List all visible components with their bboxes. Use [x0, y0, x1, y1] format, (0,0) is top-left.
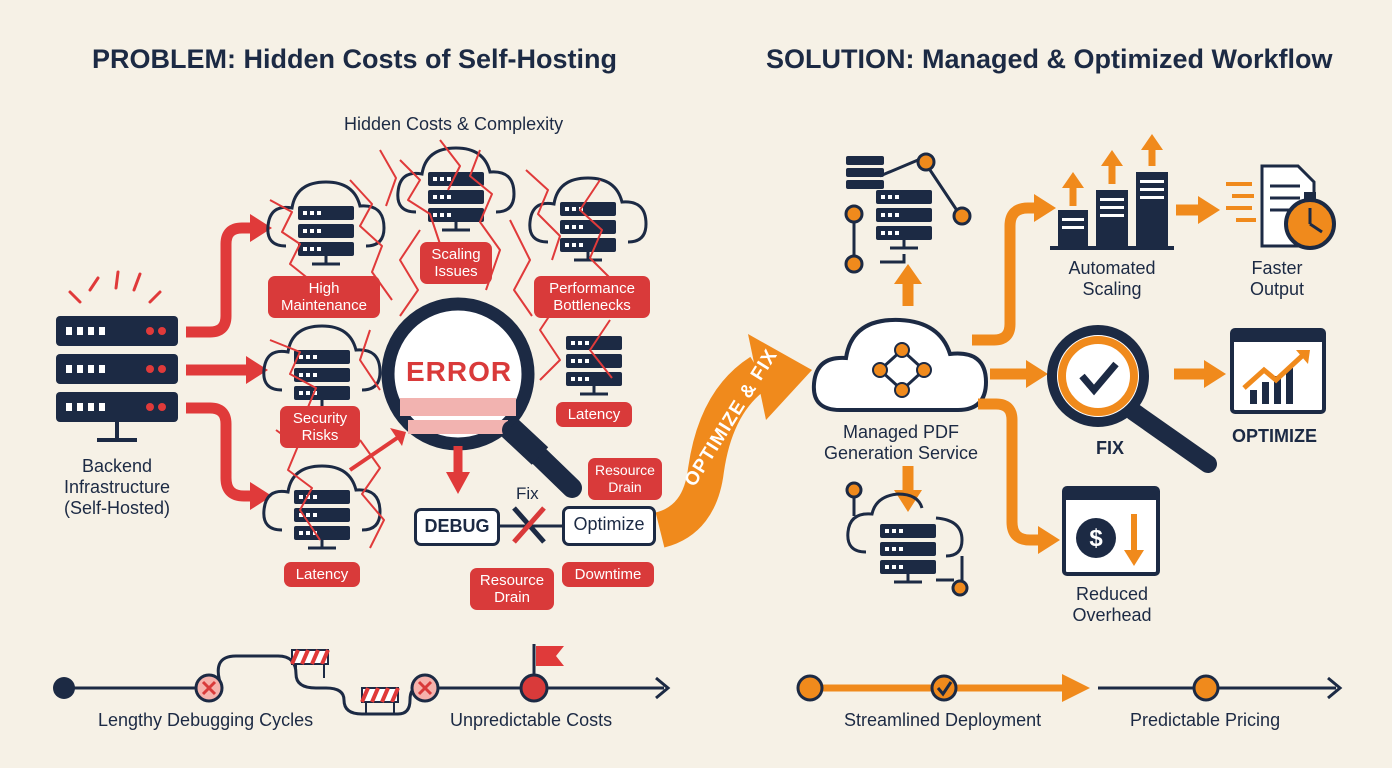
network-server-icon [844, 152, 972, 274]
backend-server-icon [56, 270, 178, 442]
svg-text:$: $ [1089, 525, 1103, 552]
faster-output-label: Faster Output [1249, 258, 1305, 299]
fix-label: Fix [516, 484, 539, 503]
optimize-chart-window-icon [1230, 328, 1326, 414]
backend-arrows [186, 222, 252, 502]
barrier-icon [290, 649, 330, 678]
solution-flow-arrows [972, 202, 1206, 546]
optimize-fix-arrow [654, 356, 771, 548]
cloud-network-server-icon [845, 481, 969, 597]
latency-tag-right: Latency [556, 402, 632, 427]
latency-tag-bottom: Latency [284, 562, 360, 587]
managed-service-label: Managed PDF Generation Service [823, 422, 979, 463]
backend-label: Backend Infrastructure (Self-Hosted) [63, 456, 171, 518]
high-maintenance-tag: High Maintenance [268, 276, 380, 318]
cloud-server-icon [264, 466, 380, 548]
lengthy-debugging-label: Lengthy Debugging Cycles [98, 710, 314, 730]
error-magnifier-icon [381, 297, 582, 498]
streamlined-deployment-label: Streamlined Deployment [844, 710, 1042, 730]
fix-magnifier-icon [1047, 325, 1217, 473]
downtime-tag: Downtime [562, 562, 654, 587]
cloud-server-icon [268, 182, 384, 264]
hidden-costs-subtitle: Hidden Costs & Complexity [344, 114, 564, 134]
reduced-cost-window-icon: $ [1062, 486, 1160, 576]
performance-bottlenecks-tag: Performance Bottlenecks [534, 276, 650, 318]
managed-service-cloud-icon [811, 317, 989, 412]
unpredictable-costs-label: Unpredictable Costs [450, 710, 613, 730]
scaling-issues-tag: Scaling Issues [420, 242, 492, 284]
problem-timeline [53, 644, 671, 716]
solution-timeline [796, 674, 1343, 702]
document-stopwatch-icon [1226, 164, 1336, 250]
debug-button[interactable]: DEBUG [414, 508, 500, 546]
crack-lines [269, 139, 613, 549]
fix-solution-label: FIX [1096, 438, 1125, 458]
error-label: ERROR [406, 356, 513, 387]
resource-drain-tag-bottom: Resource Drain [470, 568, 554, 610]
solution-title: SOLUTION: Managed & Optimized Workflow [766, 44, 1333, 74]
security-risks-tag: Security Risks [280, 406, 360, 448]
automated-scaling-label: Automated Scaling [1068, 258, 1156, 299]
problem-title: PROBLEM: Hidden Costs of Self-Hosting [92, 44, 617, 74]
cloud-server-icon [264, 326, 380, 408]
predictable-pricing-label: Predictable Pricing [1130, 710, 1281, 730]
barrier-icon [360, 687, 400, 714]
fix-cross-icon [500, 506, 564, 544]
optimize-solution-label: OPTIMIZE [1232, 426, 1317, 446]
resource-drain-tag-top: Resource Drain [588, 458, 662, 500]
reduced-overhead-label: Reduced Overhead [1072, 584, 1152, 625]
scaling-bars-icon [1050, 134, 1174, 250]
optimize-button[interactable]: Optimize [562, 506, 656, 546]
